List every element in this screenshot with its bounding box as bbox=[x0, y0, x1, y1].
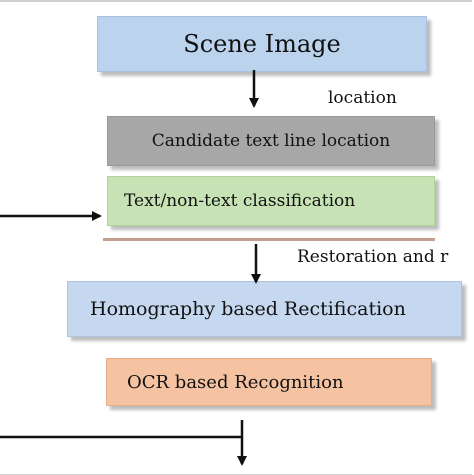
restoration-label: Restoration and r bbox=[297, 247, 449, 267]
ocr-recognition-label: OCR based Recognition bbox=[127, 371, 344, 393]
text-non-text-classification-label: Text/non-text classification bbox=[124, 191, 356, 211]
classification-underlay bbox=[103, 224, 435, 241]
text-non-text-classification-node: Text/non-text classification bbox=[107, 176, 435, 226]
homography-rectification-label: Homography based Rectification bbox=[90, 298, 406, 320]
candidate-text-line-location-node: Candidate text line location bbox=[107, 116, 435, 166]
homography-rectification-node: Homography based Rectification bbox=[67, 281, 462, 337]
ocr-recognition-node: OCR based Recognition bbox=[106, 358, 432, 406]
scene-image-label: Scene Image bbox=[183, 30, 341, 58]
candidate-text-line-location-label: Candidate text line location bbox=[151, 131, 391, 151]
location-label: location bbox=[328, 88, 397, 108]
scene-image-node: Scene Image bbox=[97, 16, 427, 72]
